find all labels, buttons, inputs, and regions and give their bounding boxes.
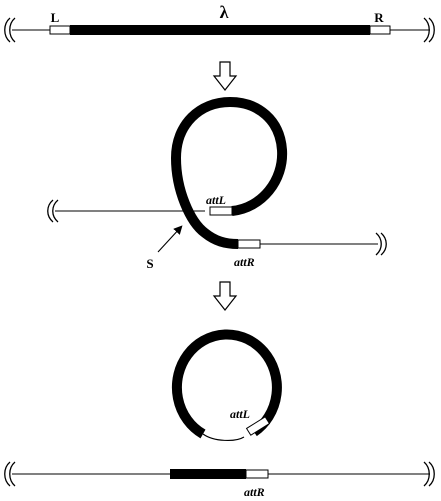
right-end-label: R [374,10,384,25]
attL-site-box [209,206,233,216]
integrated-attR-box [245,469,269,479]
attR-label: attR [234,255,255,269]
chromosome-break-right-symbol-2 [375,232,387,256]
panel-circularization: attL attR S [47,96,387,271]
panel-linear-lambda: L λ R [4,2,435,43]
attL-label: attL [206,193,226,207]
integrated-attR-label: attR [244,485,265,499]
chromosome-break-right-symbol-3 [423,461,435,487]
lambda-circle-strand [170,96,288,249]
lambda-label: λ [220,2,229,22]
left-end-label: L [51,10,60,25]
circle-thin-segment [202,433,245,441]
site-s-label: S [146,256,153,271]
crossover-site-pointer [157,225,183,253]
panel-integrated: attL attR [4,329,435,499]
circle-attL-box [245,416,271,436]
chromosome-break-right-symbol [423,17,435,43]
circle-attL-label: attL [230,407,250,421]
chromosome-break-left-symbol-2 [47,199,59,223]
lambda-circular-molecule [171,329,282,439]
integrated-prophage-bar [170,469,246,479]
attR-site-box [237,239,261,249]
chromosome-break-left-symbol [4,17,16,43]
lambda-genome-bar [70,25,370,35]
transition-arrow-2 [212,281,238,311]
chromosome-break-left-symbol-3 [4,461,16,487]
transition-arrow-1 [212,61,238,91]
left-end-box [49,25,71,35]
right-end-box [369,25,391,35]
